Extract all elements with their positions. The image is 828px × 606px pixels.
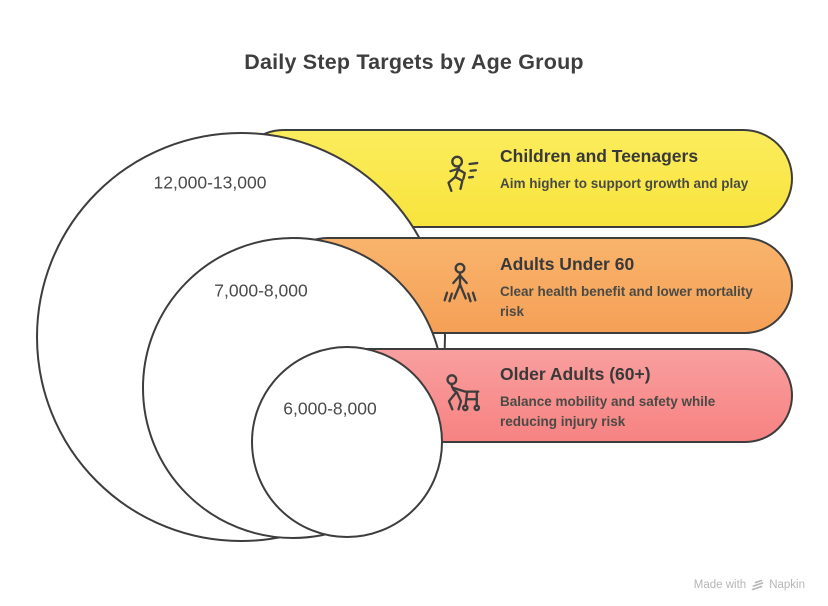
- callout-title-children: Children and Teenagers: [500, 146, 699, 166]
- made-with-napkin-link[interactable]: Made with Napkin: [694, 579, 805, 591]
- person-with-walker-icon: [437, 371, 483, 417]
- step-range-children: 12,000-13,000: [153, 172, 267, 193]
- walking-person-icon: [437, 261, 483, 307]
- circle-older-adults: [251, 346, 443, 538]
- callout-older-adults: Older Adults (60+) Balance mobility and …: [437, 364, 785, 431]
- napkin-logo-icon: [751, 579, 764, 591]
- running-child-icon: [437, 153, 483, 199]
- callout-title-adults-under-60: Adults Under 60: [500, 254, 635, 274]
- page-title: Daily Step Targets by Age Group: [244, 50, 584, 74]
- callout-desc-adults-under-60: Clear health benefit and lower mortality…: [500, 284, 753, 319]
- callout-adults-under-60: Adults Under 60 Clear health benefit and…: [437, 254, 785, 321]
- callout-desc-children: Aim higher to support growth and play: [500, 176, 749, 191]
- callout-title-older-adults: Older Adults (60+): [500, 364, 651, 384]
- watermark-prefix: Made with: [693, 579, 747, 591]
- callout-desc-older-adults: Balance mobility and safety while reduci…: [500, 394, 716, 429]
- step-range-adults-under-60: 7,000-8,000: [214, 280, 308, 301]
- step-range-older-adults: 6,000-8,000: [283, 398, 377, 419]
- callout-children: Children and Teenagers Aim higher to sup…: [437, 146, 785, 199]
- watermark-brand: Napkin: [769, 579, 805, 591]
